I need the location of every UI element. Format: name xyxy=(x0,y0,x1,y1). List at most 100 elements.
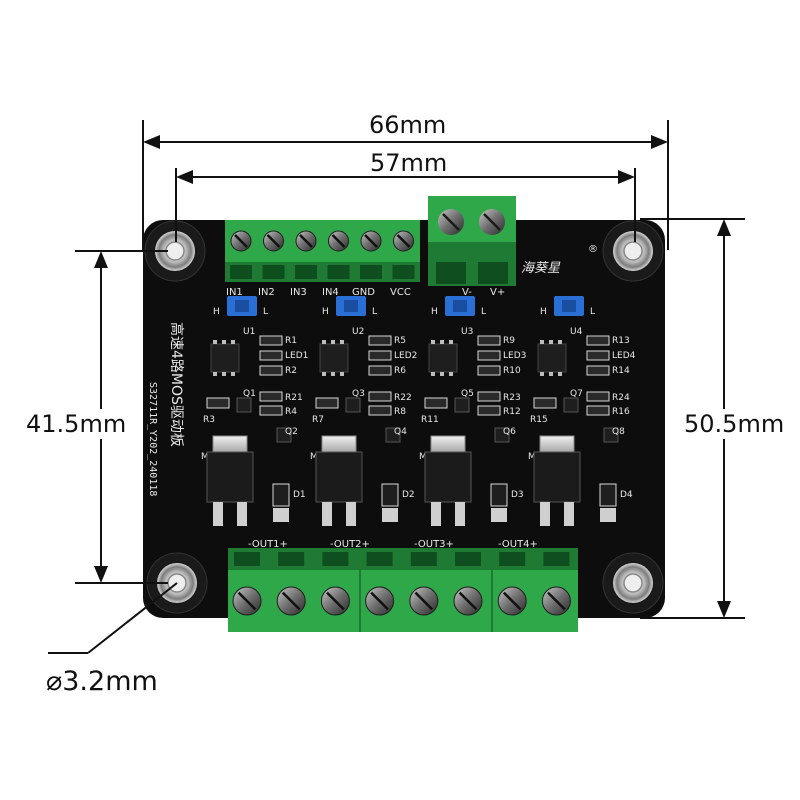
led-label: LED4 xyxy=(612,351,636,361)
chip-label: U3 xyxy=(461,327,473,337)
output-terminal-slot xyxy=(543,552,570,566)
jumper-label-l: L xyxy=(372,307,377,317)
output-terminal-block xyxy=(228,548,578,632)
driver-ic xyxy=(319,343,349,373)
transistor-label: Q4 xyxy=(394,427,407,437)
channel-2: HLU2R5LED2R6Q3R22R8R7Q4M2D2 xyxy=(310,296,417,526)
output-terminal-slot xyxy=(322,552,349,566)
dim-width-holes: 57mm xyxy=(370,149,447,177)
chip-label: U1 xyxy=(243,327,255,337)
diode-label: D4 xyxy=(620,490,633,500)
mosfet-tab xyxy=(430,435,466,453)
transistor xyxy=(603,427,619,443)
diode xyxy=(272,483,290,507)
output-labels: -OUT1+ -OUT2+ -OUT3+ -OUT4+ xyxy=(248,539,538,550)
resistor-label: R1 xyxy=(285,336,297,346)
transistor xyxy=(276,427,292,443)
smd-resistor xyxy=(368,405,392,416)
transistor xyxy=(345,397,361,413)
smd-resistor xyxy=(586,405,610,416)
output-terminal-screw xyxy=(365,586,395,616)
transistor-label: Q6 xyxy=(503,427,516,437)
jumper-label-h: H xyxy=(540,307,547,317)
resistor-label: R9 xyxy=(503,336,515,346)
input-terminal-block xyxy=(225,220,420,298)
label-gnd: GND xyxy=(352,287,375,298)
output-terminal-screw xyxy=(232,586,262,616)
output-terminal-slot xyxy=(234,552,260,566)
label-vcc: VCC xyxy=(390,287,411,298)
output-terminal-slot xyxy=(499,552,526,566)
smd-resistor xyxy=(424,397,448,409)
diode-label: D3 xyxy=(511,490,524,500)
jumper-label-l: L xyxy=(590,307,595,317)
power-terminal-block xyxy=(428,196,516,286)
resistor-label: R4 xyxy=(285,407,297,417)
mounting-hole-top-right xyxy=(602,220,664,282)
output-terminal-slot xyxy=(455,552,481,566)
brand-name: 海葵星 xyxy=(521,261,561,276)
dim-hole-diameter: ⌀3.2mm xyxy=(46,666,158,697)
driver-ic xyxy=(428,343,458,373)
resistor-label: R16 xyxy=(612,407,630,417)
diode xyxy=(381,483,399,507)
smd-resistor xyxy=(259,391,283,402)
mosfet-body xyxy=(315,451,363,503)
diode-pad xyxy=(600,508,616,522)
input-terminal-slot xyxy=(295,265,317,279)
smd-resistor xyxy=(368,391,392,402)
mosfet-pin xyxy=(540,502,550,526)
label-in1: IN1 xyxy=(226,287,243,298)
label-in4: IN4 xyxy=(322,287,339,298)
mosfet-body xyxy=(206,451,254,503)
label-in2: IN2 xyxy=(258,287,275,298)
input-terminal-slot xyxy=(327,265,350,279)
input-terminal-slot xyxy=(230,265,252,279)
mosfet-tab xyxy=(212,435,248,453)
smd-resistor xyxy=(368,365,392,376)
smd-resistor xyxy=(586,365,610,376)
output-terminal-screw xyxy=(541,586,571,616)
transistor xyxy=(563,397,579,413)
smd-resistor xyxy=(477,391,501,402)
output-terminal-screw xyxy=(497,586,527,616)
smd-resistor xyxy=(477,365,501,376)
jumper xyxy=(554,296,584,316)
transistor xyxy=(454,397,470,413)
mosfet-body xyxy=(533,451,581,503)
mosfet-pin xyxy=(431,502,441,526)
output-terminal-slot xyxy=(366,552,393,566)
resistor-label: R7 xyxy=(312,415,324,425)
input-terminal-screw xyxy=(393,230,414,252)
mounting-hole-bottom-right xyxy=(602,552,664,614)
mosfet-pin xyxy=(322,502,332,526)
smd-resistor xyxy=(315,397,339,409)
input-terminal-screw xyxy=(295,230,317,252)
smd-resistor xyxy=(259,365,283,376)
led-label: LED3 xyxy=(503,351,526,361)
smd-resistor xyxy=(477,405,501,416)
board-model: S32711R_Y202_240118 xyxy=(147,382,158,496)
input-terminal-screw xyxy=(263,230,284,252)
mosfet-pin xyxy=(213,502,223,526)
input-terminal-slot xyxy=(360,265,382,279)
output-terminal-slot xyxy=(410,552,437,566)
led-label: LED2 xyxy=(394,351,417,361)
smd-resistor xyxy=(259,335,283,346)
driver-ic xyxy=(210,343,240,373)
input-labels: IN1 IN2 IN3 IN4 GND VCC xyxy=(226,287,411,298)
driver-channels: HLU1R1LED1R2Q1R21R4R3Q2M1D1HLU2R5LED2R6Q… xyxy=(201,296,636,526)
mosfet-pin xyxy=(455,502,465,526)
brand-registered: ® xyxy=(588,244,598,255)
smd-resistor xyxy=(533,397,557,409)
resistor-label: R10 xyxy=(503,366,521,376)
mosfet-pin xyxy=(237,502,247,526)
diode xyxy=(599,483,617,507)
smd-resistor xyxy=(259,350,283,361)
chip-label: U4 xyxy=(570,327,583,337)
led-label: LED1 xyxy=(285,351,308,361)
brand-mark: 海葵星 ® xyxy=(521,244,598,276)
output-terminal-screw xyxy=(453,586,483,616)
mounting-hole-top-left xyxy=(144,220,206,282)
